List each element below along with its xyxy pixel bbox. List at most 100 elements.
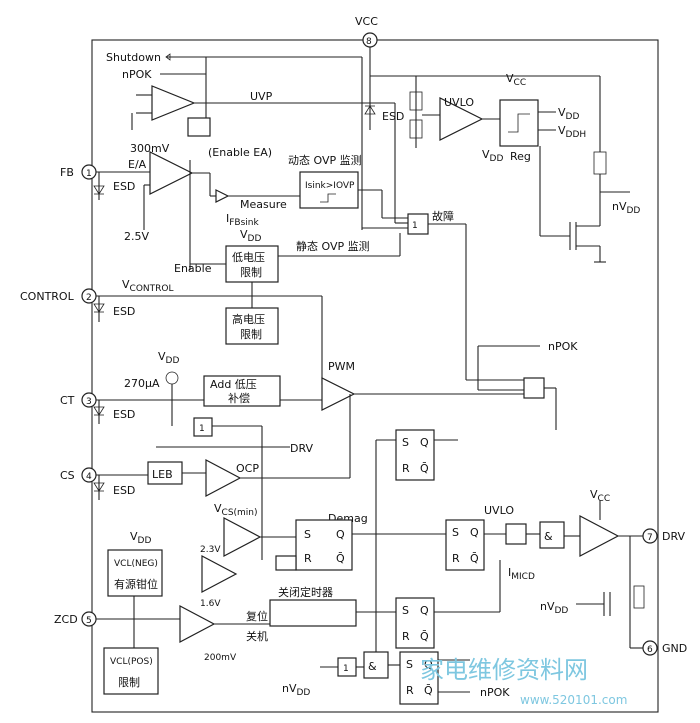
npok-top-label: nPOK bbox=[122, 68, 152, 81]
v16-label: 1.6V bbox=[200, 599, 221, 609]
svg-text:Q̄: Q̄ bbox=[336, 552, 345, 565]
vcontrol-label: VCONTROL bbox=[122, 278, 173, 294]
pin-gnd: 6 GND bbox=[642, 640, 687, 656]
zcd-comparator bbox=[179, 605, 216, 643]
esd-diode-ct: ESD bbox=[93, 400, 135, 424]
svg-text:Add 低压: Add 低压 bbox=[210, 378, 257, 391]
nvdd-bot-label: nVDD bbox=[282, 682, 310, 698]
watermark: 家电维修资料网 www.520101.com bbox=[420, 656, 627, 707]
svg-text:S: S bbox=[304, 528, 311, 541]
measure-buffer bbox=[215, 189, 230, 203]
svg-text:R: R bbox=[304, 552, 312, 565]
pin-gnd-label: GND bbox=[662, 642, 687, 655]
drv-int-label: DRV bbox=[290, 442, 314, 455]
vdd-ct-label: VDD bbox=[158, 350, 179, 366]
pwm-comparator bbox=[321, 377, 356, 411]
divider-resistor-2 bbox=[409, 119, 423, 139]
ea-label: E/A bbox=[128, 158, 147, 171]
sr-latch-npok bbox=[399, 651, 439, 705]
shutdown-cn-label: 关机 bbox=[246, 629, 268, 643]
svg-text:Q: Q bbox=[420, 436, 429, 449]
nvdd-drv-label: nVDD bbox=[540, 600, 568, 616]
switch-block bbox=[187, 117, 211, 137]
watermark-cn: 家电维修资料网 bbox=[420, 656, 588, 684]
delay-buffer bbox=[275, 555, 297, 571]
svg-text:1: 1 bbox=[199, 424, 205, 434]
vcl-neg-label: VCL(NEG) bbox=[114, 559, 158, 569]
svg-text:Q̄: Q̄ bbox=[424, 684, 433, 697]
svg-text:1: 1 bbox=[86, 169, 92, 179]
reg-block bbox=[499, 99, 539, 147]
svg-text:限制: 限制 bbox=[240, 328, 262, 341]
ua270-label: 270μA bbox=[124, 377, 160, 390]
svg-text:低电压: 低电压 bbox=[232, 251, 265, 264]
pullup-resistor bbox=[593, 151, 607, 175]
svg-text:ESD: ESD bbox=[113, 305, 135, 318]
svg-text:Q̄: Q̄ bbox=[470, 552, 479, 565]
svg-text:ESD: ESD bbox=[382, 110, 404, 123]
svg-text:高电压: 高电压 bbox=[232, 312, 265, 326]
fault-label: 故障 bbox=[432, 209, 454, 223]
svg-text:限制: 限制 bbox=[240, 266, 262, 279]
add-low-voltage-comp-block bbox=[203, 375, 281, 407]
uvp-comparator bbox=[151, 85, 196, 121]
svg-text:8: 8 bbox=[366, 37, 372, 47]
pin-cs: 4 CS bbox=[60, 467, 97, 483]
pin-cs-label: CS bbox=[60, 469, 75, 482]
pin-drv: 7 DRV bbox=[642, 528, 686, 544]
esd-diode-fb: ESD bbox=[93, 172, 135, 200]
esd-diode-cs: ESD bbox=[93, 475, 135, 500]
uvlo-buffer bbox=[505, 523, 527, 545]
esd-diode-vcc: ESD bbox=[364, 47, 404, 130]
and-gate-drv bbox=[539, 521, 565, 549]
svg-text:&: & bbox=[544, 530, 553, 543]
pin-zcd-label: ZCD bbox=[54, 613, 78, 626]
svg-text:Reg: Reg bbox=[510, 150, 531, 163]
ocp-label: OCP bbox=[236, 462, 259, 475]
off-timer-label: 关闭定时器 bbox=[278, 585, 333, 599]
esd-diode-control: ESD bbox=[93, 296, 135, 322]
svg-text:LEB: LEB bbox=[152, 468, 173, 481]
svg-text:3: 3 bbox=[86, 397, 92, 407]
svg-text:ESD: ESD bbox=[113, 180, 135, 193]
svg-text:&: & bbox=[368, 660, 377, 673]
v25-label: 2.5V bbox=[124, 230, 149, 243]
watermark-url: www.520101.com bbox=[520, 693, 627, 707]
pin-ct-label: CT bbox=[60, 394, 75, 407]
uvp-label: UVP bbox=[250, 90, 273, 103]
clamp-limit-block bbox=[103, 647, 159, 695]
uvlo-comparator-top bbox=[439, 97, 484, 141]
static-ovp-label: 静态 OVP 监测 bbox=[296, 239, 370, 253]
measure-label: Measure bbox=[240, 198, 287, 211]
pin-drv-label: DRV bbox=[662, 530, 686, 543]
svg-text:Q: Q bbox=[424, 658, 433, 671]
nvdd-top-label: nVDD bbox=[612, 200, 640, 216]
pin-fb-label: FB bbox=[60, 166, 74, 179]
pin-control-label: CONTROL bbox=[20, 290, 75, 303]
enable-label: Enable bbox=[174, 262, 212, 275]
i-fbsink-label: IFBsink bbox=[226, 212, 259, 228]
svg-text:ESD: ESD bbox=[113, 408, 135, 421]
gate-driver bbox=[579, 515, 620, 557]
dyn-ovp-label: 动态 OVP 监测 bbox=[288, 154, 362, 167]
npok-bot-label: nPOK bbox=[480, 686, 510, 699]
pin-ct: 3 CT bbox=[60, 392, 97, 408]
svg-text:补偿: 补偿 bbox=[228, 391, 250, 405]
pin-fb: 1 FB bbox=[60, 164, 97, 180]
reset-label: 复位 bbox=[246, 609, 268, 623]
svg-text:1: 1 bbox=[412, 221, 418, 231]
svg-text:5: 5 bbox=[86, 616, 92, 626]
vdd-clamp-label: VDD bbox=[130, 530, 151, 546]
svg-text:Q: Q bbox=[420, 604, 429, 617]
svg-text:UVLO: UVLO bbox=[444, 96, 474, 109]
i-micd-label: IMICD bbox=[508, 566, 535, 582]
svg-text:2: 2 bbox=[86, 293, 92, 303]
shutdown-label: Shutdown bbox=[106, 51, 161, 64]
sr-latch-demag bbox=[295, 519, 353, 571]
vdd-uvlo-label: VDD bbox=[482, 148, 503, 164]
off-timer-block bbox=[269, 599, 357, 627]
vcc-reg-label: VCC bbox=[506, 72, 526, 88]
npok-mid-label: nPOK bbox=[548, 340, 578, 353]
pin-zcd: 5 ZCD bbox=[54, 611, 97, 627]
